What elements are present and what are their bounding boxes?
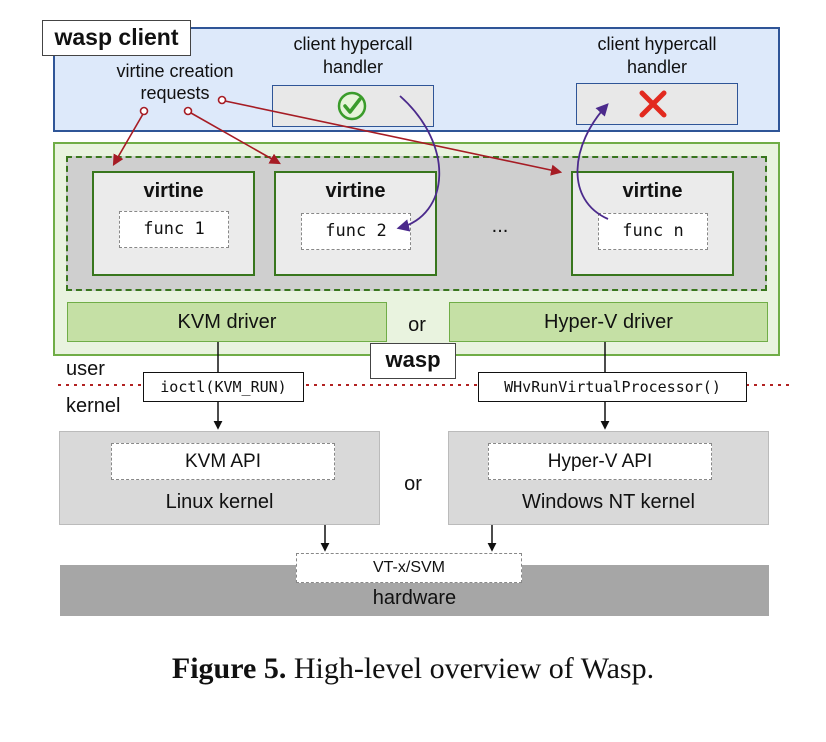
- hyperv-api-label: Hyper-V API: [547, 451, 653, 472]
- kvm-driver-box: [67, 302, 387, 342]
- figure-caption-text: High-level overview of Wasp.: [293, 652, 655, 685]
- hyperv-api-box: [488, 443, 712, 480]
- ioctl-box: [143, 372, 304, 402]
- virtine-creation-request-arrows: [112, 95, 563, 176]
- wasp-title-box: [370, 343, 456, 379]
- kvm-driver-label: KVM driver: [177, 311, 277, 333]
- virtine-title-n: virtine: [622, 180, 683, 202]
- kvm-api-box: [111, 443, 335, 480]
- whv-box: [478, 372, 747, 402]
- virtine-creation-requests-label: virtine creation requests: [116, 61, 234, 103]
- wasp-client-title: wasp client: [54, 24, 179, 50]
- whv-label: WHvRunVirtualProcessor(): [504, 378, 721, 396]
- func-label-1: func 1: [143, 219, 205, 239]
- wasp-title: wasp: [385, 347, 441, 372]
- kernel-or-label: or: [404, 473, 422, 495]
- client-hypercall-handler-label-1: client hypercall handler: [293, 34, 413, 77]
- hyperv-driver-box: [449, 302, 768, 342]
- check-icon: [337, 91, 367, 121]
- vtx-svm-label: VT-x/SVM: [372, 559, 445, 576]
- kernel-label: kernel: [66, 395, 121, 417]
- x-icon: [639, 90, 667, 118]
- func-box-n: [598, 213, 708, 250]
- virtine-ellipsis: ...: [491, 215, 509, 237]
- figure-caption-label: Figure 5.: [171, 652, 287, 685]
- ioctl-label: ioctl(KVM_RUN): [160, 378, 287, 396]
- virtine-title-2: virtine: [325, 180, 386, 202]
- kvm-api-label: KVM API: [184, 451, 262, 472]
- hardware-label: hardware: [372, 587, 457, 609]
- hypercall-arrow-to-handler: [396, 95, 441, 232]
- nt-kernel-label: Windows NT kernel: [521, 491, 696, 513]
- func-box-2: [301, 213, 411, 250]
- client-hypercall-handler-label-2: client hypercall handler: [597, 34, 717, 77]
- virtine-title-1: virtine: [143, 180, 204, 202]
- func-box-1: [119, 211, 229, 248]
- hyperv-driver-label: Hyper-V driver: [544, 311, 673, 333]
- figure-caption: Figure 5. High-level overview of Wasp.: [0, 652, 826, 686]
- user-label: user: [66, 358, 105, 380]
- driver-or-label: or: [408, 314, 426, 336]
- func-label-2: func 2: [325, 221, 387, 241]
- func-label-n: func n: [622, 221, 684, 241]
- vtx-svm-box: [296, 553, 522, 583]
- linux-kernel-label: Linux kernel: [165, 491, 274, 513]
- wasp-client-title-box: [42, 20, 191, 56]
- hypercall-arrow-from-func-n: [576, 103, 609, 220]
